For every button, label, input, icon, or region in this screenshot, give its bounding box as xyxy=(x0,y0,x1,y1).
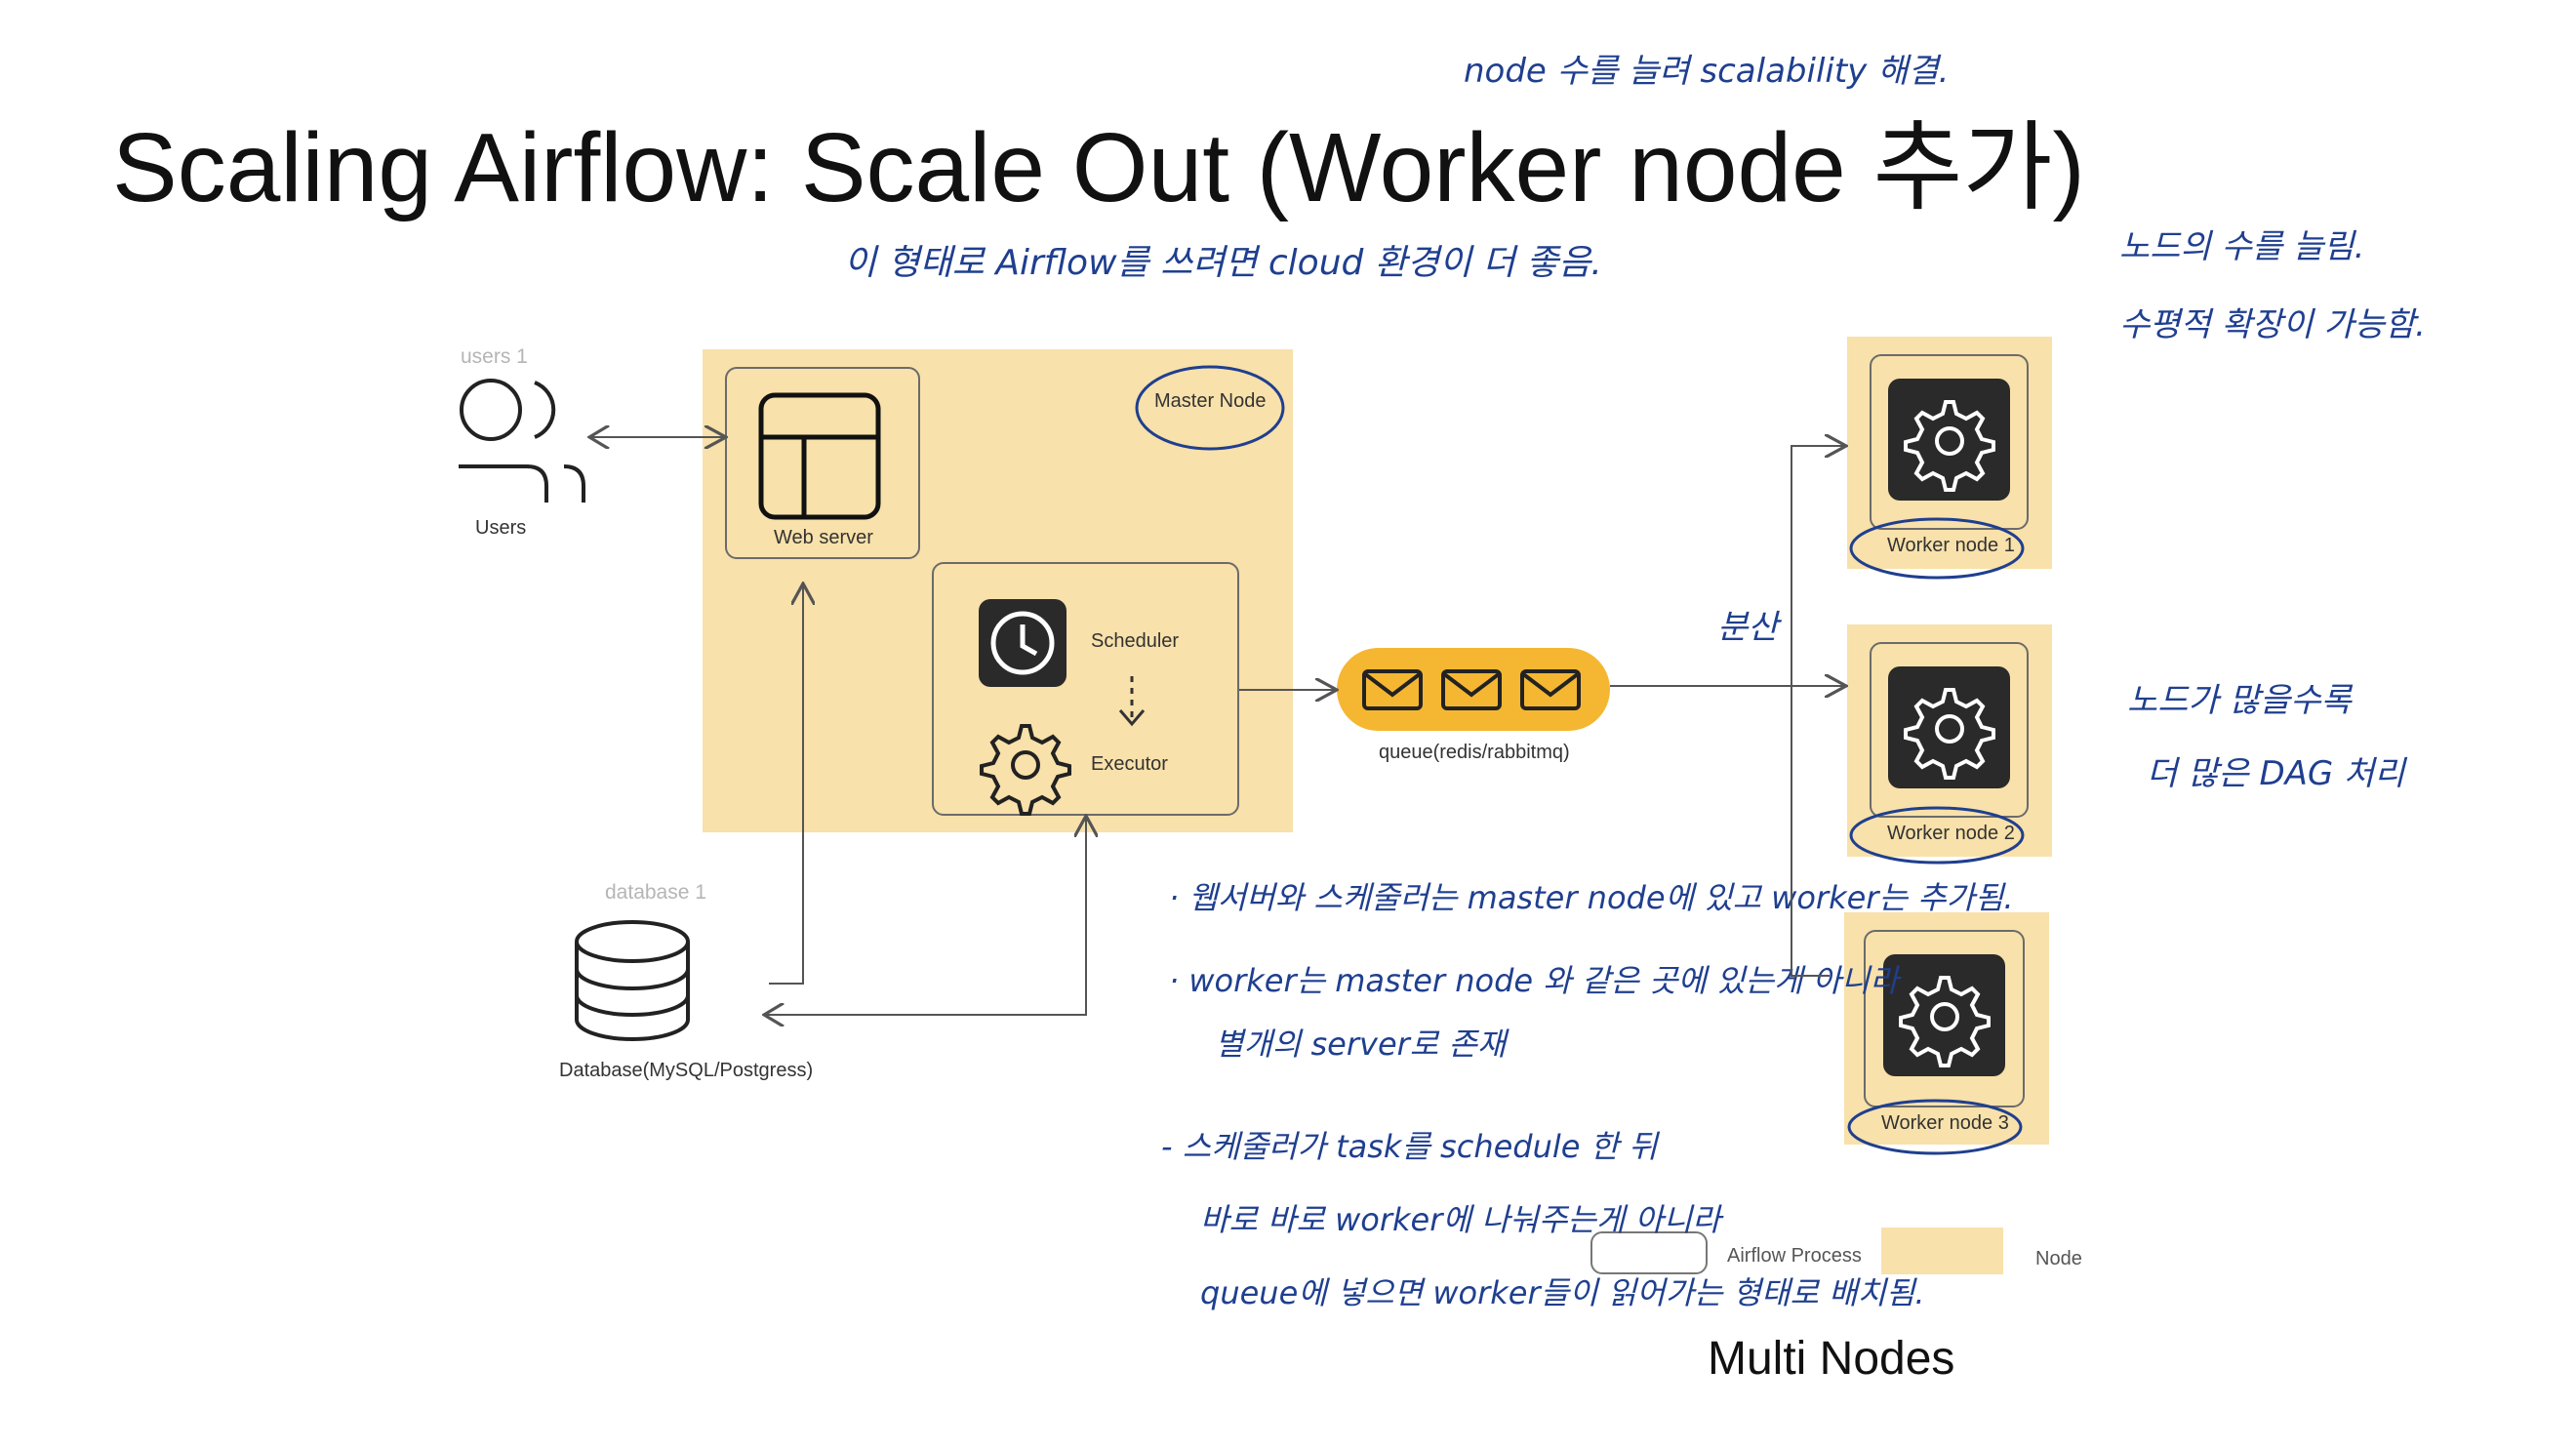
legend-node-swatch xyxy=(1881,1228,2003,1274)
users-icon xyxy=(459,379,585,503)
note-right-2: 수평적 확장이 가능함. xyxy=(2119,305,2426,344)
note-bullet-1: · 웹서버와 스케줄러는 master node에 있고 worker는 추가됨… xyxy=(1169,879,2014,916)
note-below-title: 이 형태로 Airflow를 쓰려면 cloud 환경이 더 좋음. xyxy=(844,243,1602,283)
database-group-label: database 1 xyxy=(605,881,706,904)
note-bullet-2a: · worker는 master node 와 같은 곳에 있는게 아니라 xyxy=(1169,962,1899,999)
executor-label: Executor xyxy=(1091,753,1168,775)
note-right-3: 노드가 많을수록 xyxy=(2127,681,2352,720)
note-distribute: 분산 xyxy=(1717,608,1779,647)
db-webserver-arrow xyxy=(769,585,803,985)
database-icon xyxy=(575,920,690,1041)
webserver-label: Web server xyxy=(774,527,873,548)
queue-label: queue(redis/rabbitmq) xyxy=(1379,742,1570,763)
worker-node-1-label: Worker node 1 xyxy=(1887,535,2015,556)
worker-gear-icon-2 xyxy=(1904,688,1995,780)
legend-process-label: Airflow Process xyxy=(1727,1245,1862,1267)
multi-nodes-caption: Multi Nodes xyxy=(1708,1333,1955,1385)
db-scheduler-arrow xyxy=(766,818,1086,1015)
worker-node-2-label: Worker node 2 xyxy=(1887,823,2015,844)
master-node-label: Master Node xyxy=(1154,390,1267,412)
executor-gear-icon xyxy=(980,724,1071,816)
legend-node-label: Node xyxy=(2035,1248,2082,1269)
users-group-label: users 1 xyxy=(461,345,528,368)
note-top: node 수를 늘려 scalability 해결. xyxy=(1464,52,1950,91)
note-right-1: 노드의 수를 늘림. xyxy=(2119,227,2365,266)
handwritten-circles xyxy=(1135,365,2025,1155)
note-bullet-3c: queue에 넣으면 worker들이 읽어가는 형태로 배치됨. xyxy=(1200,1274,1925,1311)
scheduler-to-executor-arrow xyxy=(1118,676,1146,727)
worker-gear-icon-1 xyxy=(1904,400,1995,492)
webserver-icon xyxy=(758,392,881,520)
worker-node-3-label: Worker node 3 xyxy=(1881,1112,2009,1134)
note-bullet-2b: 별개의 server로 존재 xyxy=(1215,1026,1507,1063)
queue-worker1-arrow xyxy=(1791,446,1844,686)
note-bullet-3b: 바로 바로 worker에 나눠주는게 아니라 xyxy=(1200,1201,1721,1238)
note-bullet-3a: - 스케줄러가 task를 schedule 한 뒤 xyxy=(1161,1128,1658,1165)
queue-worker3-arrow xyxy=(1791,686,1830,977)
legend-process-swatch xyxy=(1590,1231,1708,1274)
worker-gear-icon-3 xyxy=(1899,976,1991,1067)
queue-envelope-icons xyxy=(1362,669,1581,710)
webserver-box xyxy=(725,367,920,559)
note-right-4: 더 많은 DAG 처리 xyxy=(2147,754,2405,793)
clock-icon xyxy=(990,611,1055,675)
slide-title: Scaling Airflow: Scale Out (Worker node … xyxy=(112,113,2085,222)
database-label: Database(MySQL/Postgress) xyxy=(559,1060,814,1081)
scheduler-label: Scheduler xyxy=(1091,630,1180,652)
users-label: Users xyxy=(475,517,527,539)
